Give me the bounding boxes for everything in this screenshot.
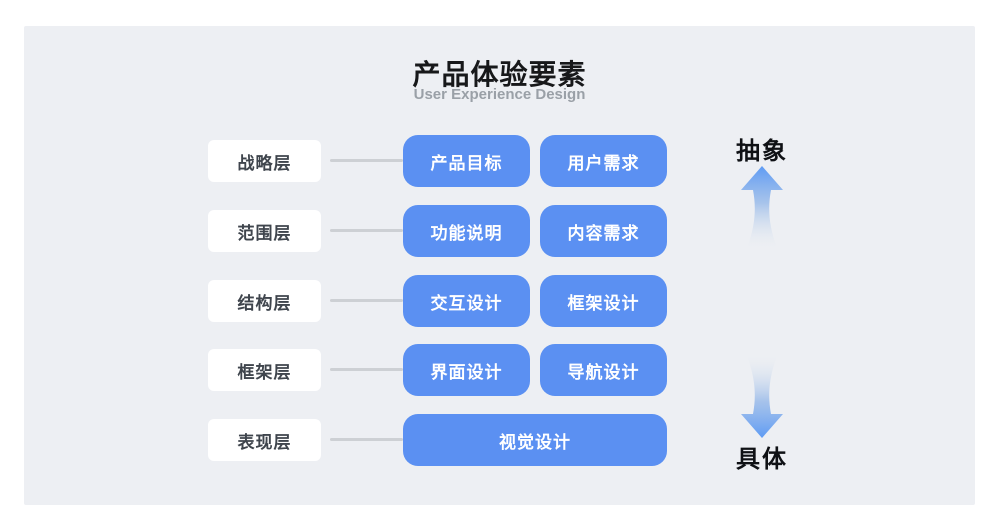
layer-row-scope: 范围层 功能说明 内容需求 <box>24 205 975 257</box>
connector-line <box>330 438 403 441</box>
down-arrow-icon <box>741 356 783 438</box>
page-subtitle: User Experience Design <box>413 86 586 103</box>
up-arrow-icon <box>741 166 783 248</box>
element-box: 视觉设计 <box>403 414 667 466</box>
layer-row-structure: 结构层 交互设计 框架设计 <box>24 275 975 327</box>
page-title: 产品体验要素 <box>412 59 587 90</box>
layer-label-box: 战略层 <box>208 140 321 182</box>
element-box: 功能说明 <box>403 205 530 257</box>
connector-line <box>330 368 403 371</box>
layer-label-box: 表现层 <box>208 419 321 461</box>
diagram-panel: 产品体验要素 User Experience Design 战略层 产品目标 用… <box>24 26 975 505</box>
connector-line <box>330 159 403 162</box>
element-box: 界面设计 <box>403 344 530 396</box>
connector-line <box>330 299 403 302</box>
connector-line <box>330 229 403 232</box>
element-box: 产品目标 <box>403 135 530 187</box>
concrete-label: 具体 <box>736 446 788 473</box>
layer-label-box: 框架层 <box>208 349 321 391</box>
layer-row-skeleton: 框架层 界面设计 导航设计 <box>24 344 975 396</box>
layer-label-box: 范围层 <box>208 210 321 252</box>
layer-row-surface: 表现层 视觉设计 <box>24 414 975 466</box>
layer-label-box: 结构层 <box>208 280 321 322</box>
abstract-label: 抽象 <box>736 138 788 165</box>
element-box: 交互设计 <box>403 275 530 327</box>
element-box: 用户需求 <box>540 135 667 187</box>
element-box: 导航设计 <box>540 344 667 396</box>
layer-row-strategy: 战略层 产品目标 用户需求 <box>24 135 975 187</box>
element-box: 内容需求 <box>540 205 667 257</box>
element-box: 框架设计 <box>540 275 667 327</box>
